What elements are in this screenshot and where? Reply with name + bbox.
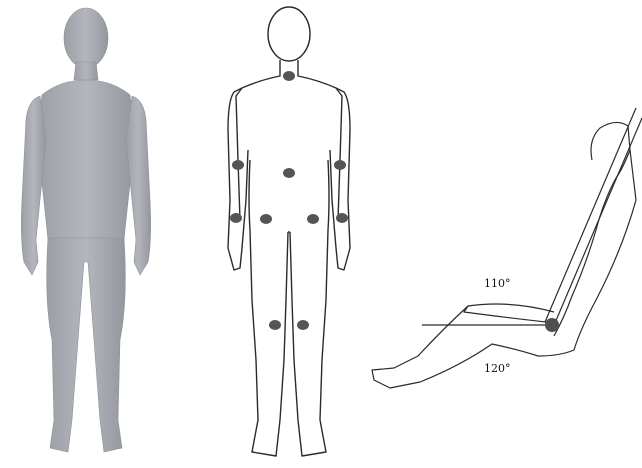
outline-left-leg xyxy=(249,160,288,456)
mannequin-legs xyxy=(47,238,126,452)
joint-marker-left-hip xyxy=(260,214,272,224)
hip-joint-marker xyxy=(545,318,559,332)
joint-marker-left-knee xyxy=(269,320,281,330)
outline-right-leg xyxy=(290,160,329,456)
joint-marker-neck xyxy=(283,71,295,81)
mannequin-torso xyxy=(37,80,135,240)
seated-head xyxy=(591,122,630,178)
back-line-2 xyxy=(545,108,636,322)
joint-marker-torso xyxy=(283,168,295,178)
mannequin-figure xyxy=(0,0,175,468)
joint-marker-left-elbow xyxy=(232,160,244,170)
joint-marker-left-wrist xyxy=(230,213,242,223)
angle-label-lower: 120° xyxy=(484,362,511,375)
joint-marker-right-knee xyxy=(297,320,309,330)
outline-right-side xyxy=(298,60,342,220)
seated-side-figure: 110° 120° xyxy=(360,0,642,468)
outline-left-side xyxy=(236,60,280,220)
angle-label-upper: 110° xyxy=(484,277,511,290)
outline-head xyxy=(268,7,310,61)
joint-marker-right-hip xyxy=(307,214,319,224)
joint-marker-right-elbow xyxy=(334,160,346,170)
front-outline-figure xyxy=(200,0,380,468)
seated-thigh xyxy=(464,304,554,322)
mannequin-head xyxy=(64,8,108,68)
joint-marker-right-wrist xyxy=(336,213,348,223)
